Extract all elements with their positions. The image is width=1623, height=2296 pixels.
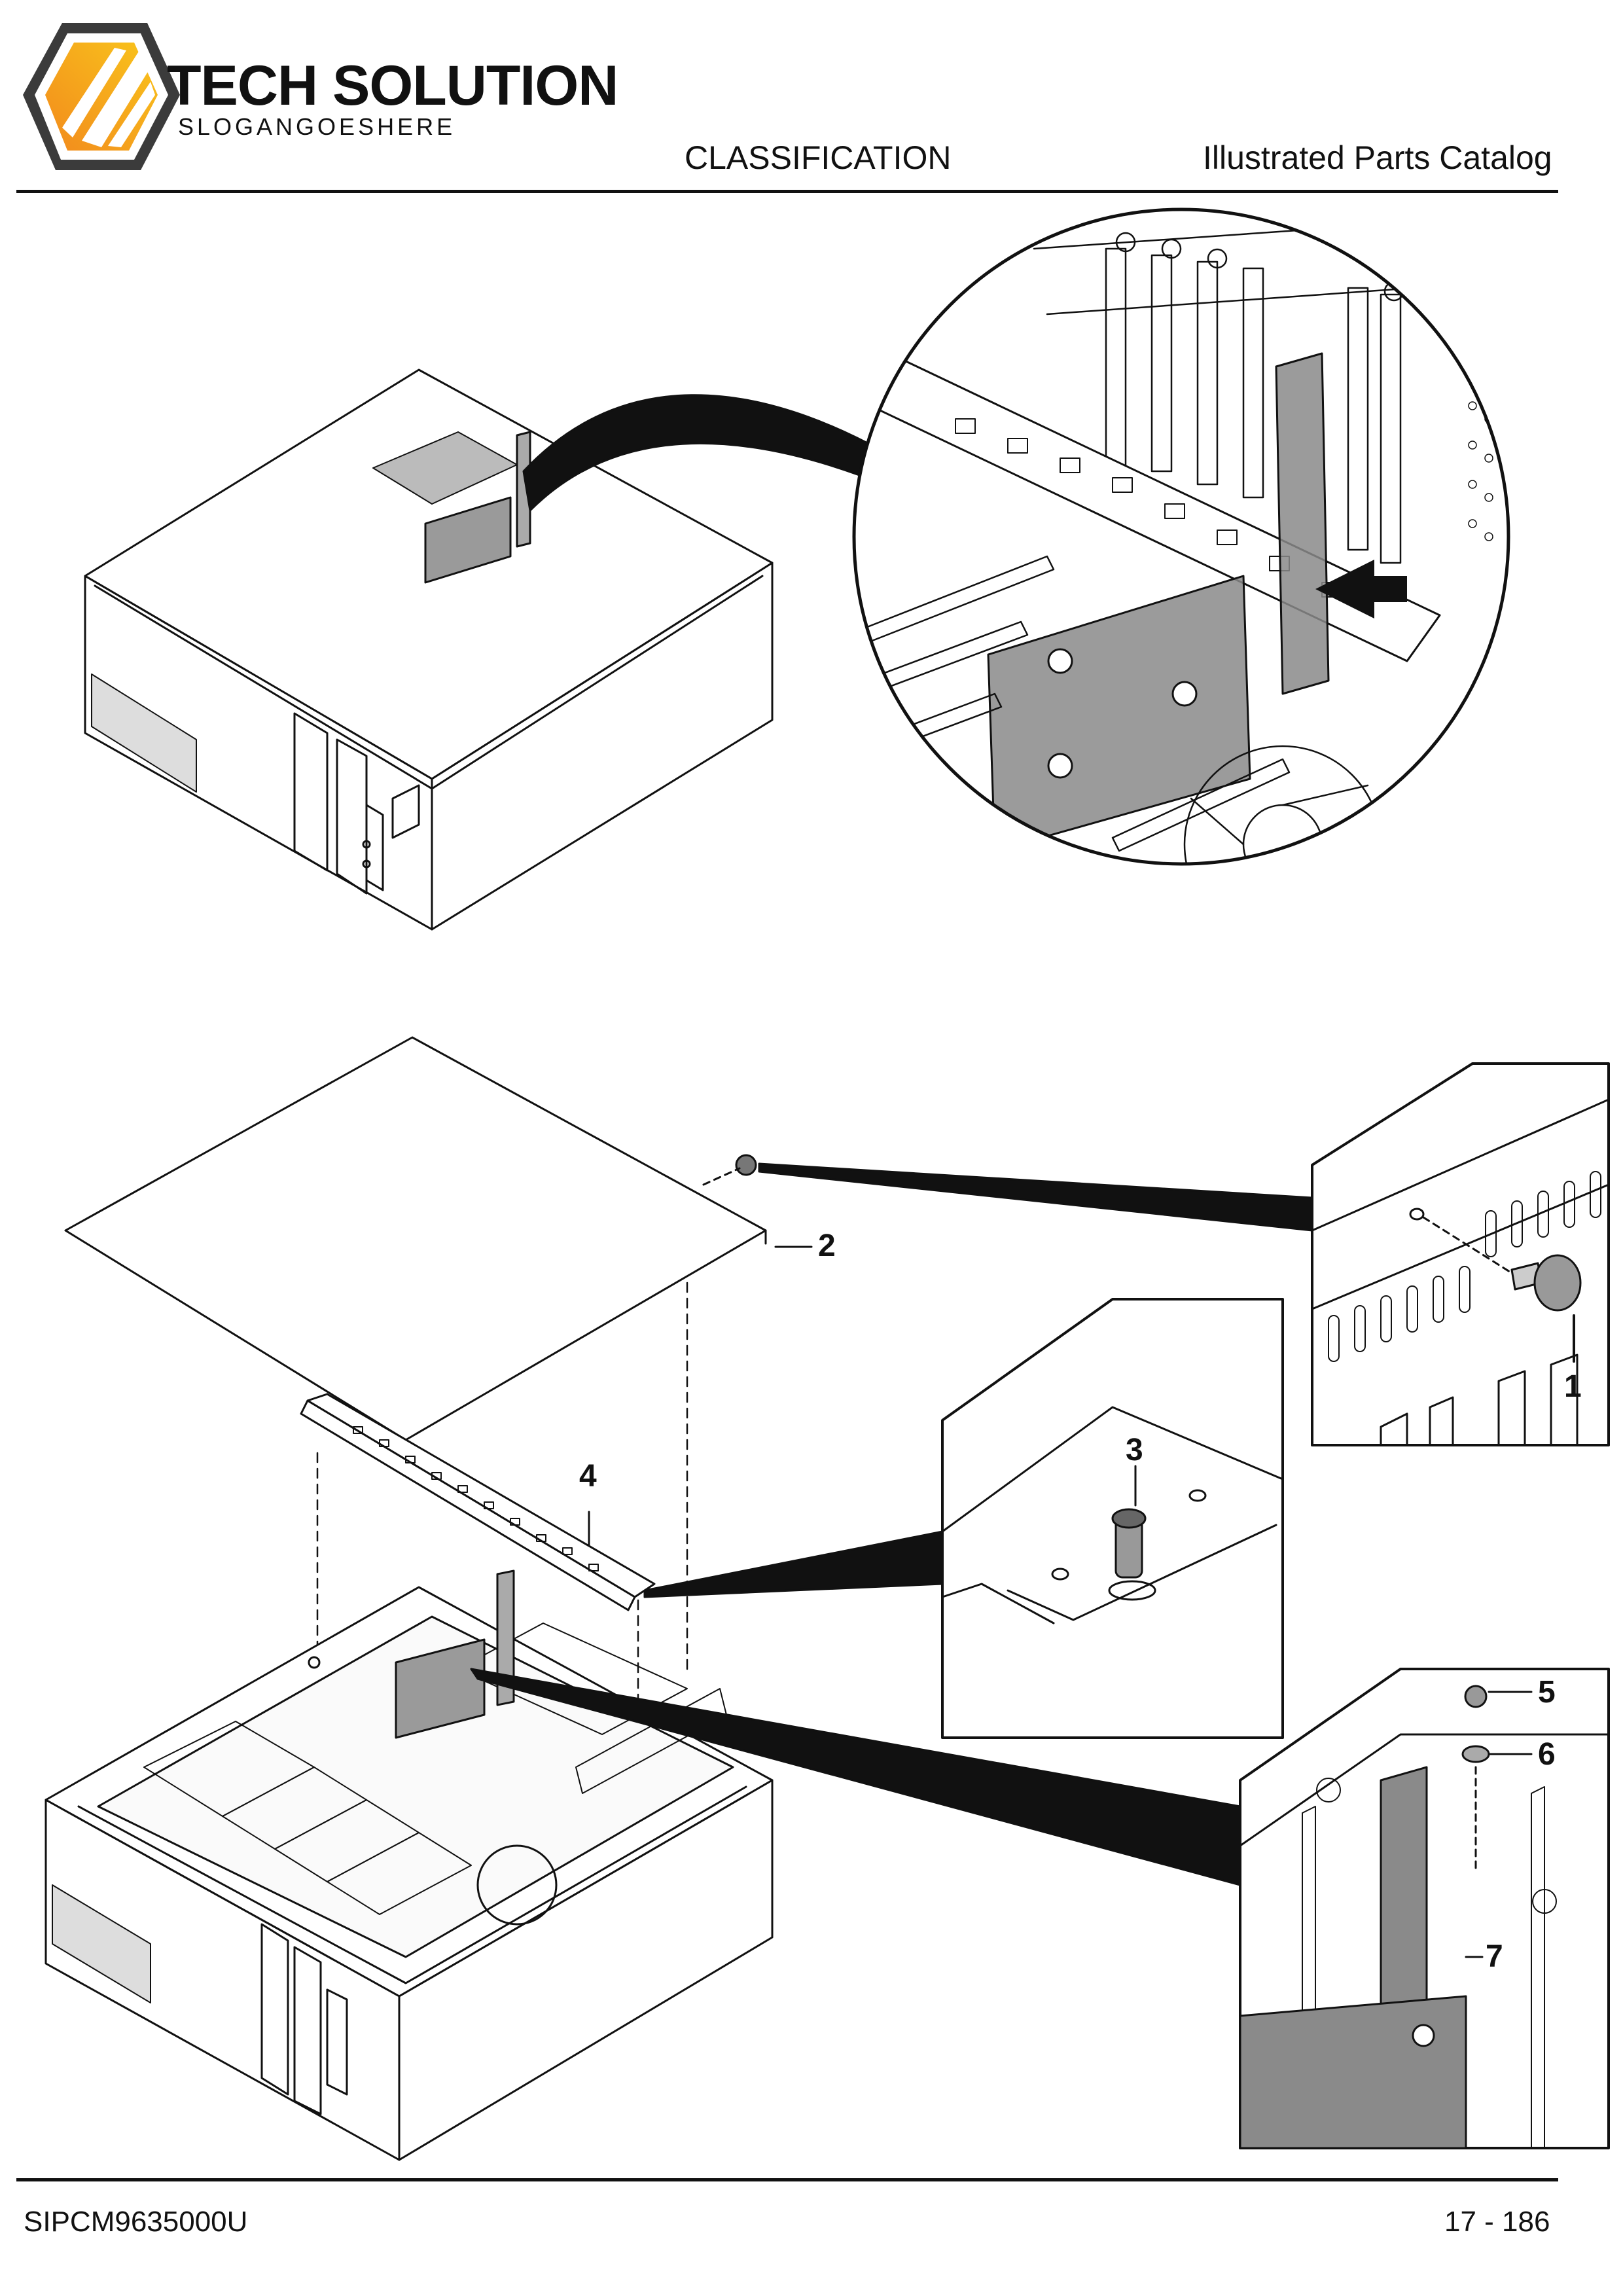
callout-4: 4 [579, 1459, 597, 1494]
header-rule [16, 190, 1558, 193]
thumbscrew-part-1 [735, 1154, 757, 1176]
detail-grommet [941, 1298, 1284, 1739]
side-cover-part-2 [64, 1036, 767, 1441]
callout-5: 5 [1538, 1675, 1556, 1710]
page-number: 17 - 186 [1444, 2206, 1550, 2238]
classification-label: CLASSIFICATION [685, 139, 952, 176]
callout-3: 3 [1126, 1433, 1143, 1467]
footer-rule [16, 2178, 1558, 2181]
pc-case-open [45, 1570, 774, 2161]
brand-slogan: SLOGANGOESHERE [178, 113, 456, 140]
brand-title: TECH SOLUTION [167, 54, 618, 117]
detail-slot-bracket [1239, 1668, 1610, 2149]
company-logo [23, 23, 180, 170]
detail-thumbscrew [1311, 1062, 1610, 1446]
callout-2: 2 [818, 1229, 836, 1263]
pc-case-closed [84, 368, 774, 931]
callout-6: 6 [1538, 1737, 1556, 1772]
support-bracket-part-4 [300, 1393, 656, 1611]
callout-1: 1 [1564, 1369, 1582, 1404]
zoom-detail-circle [852, 207, 1510, 866]
callout-7: 7 [1486, 1939, 1503, 1974]
document-number: SIPCM9635000U [24, 2206, 248, 2238]
catalog-title: Illustrated Parts Catalog [1203, 139, 1552, 176]
